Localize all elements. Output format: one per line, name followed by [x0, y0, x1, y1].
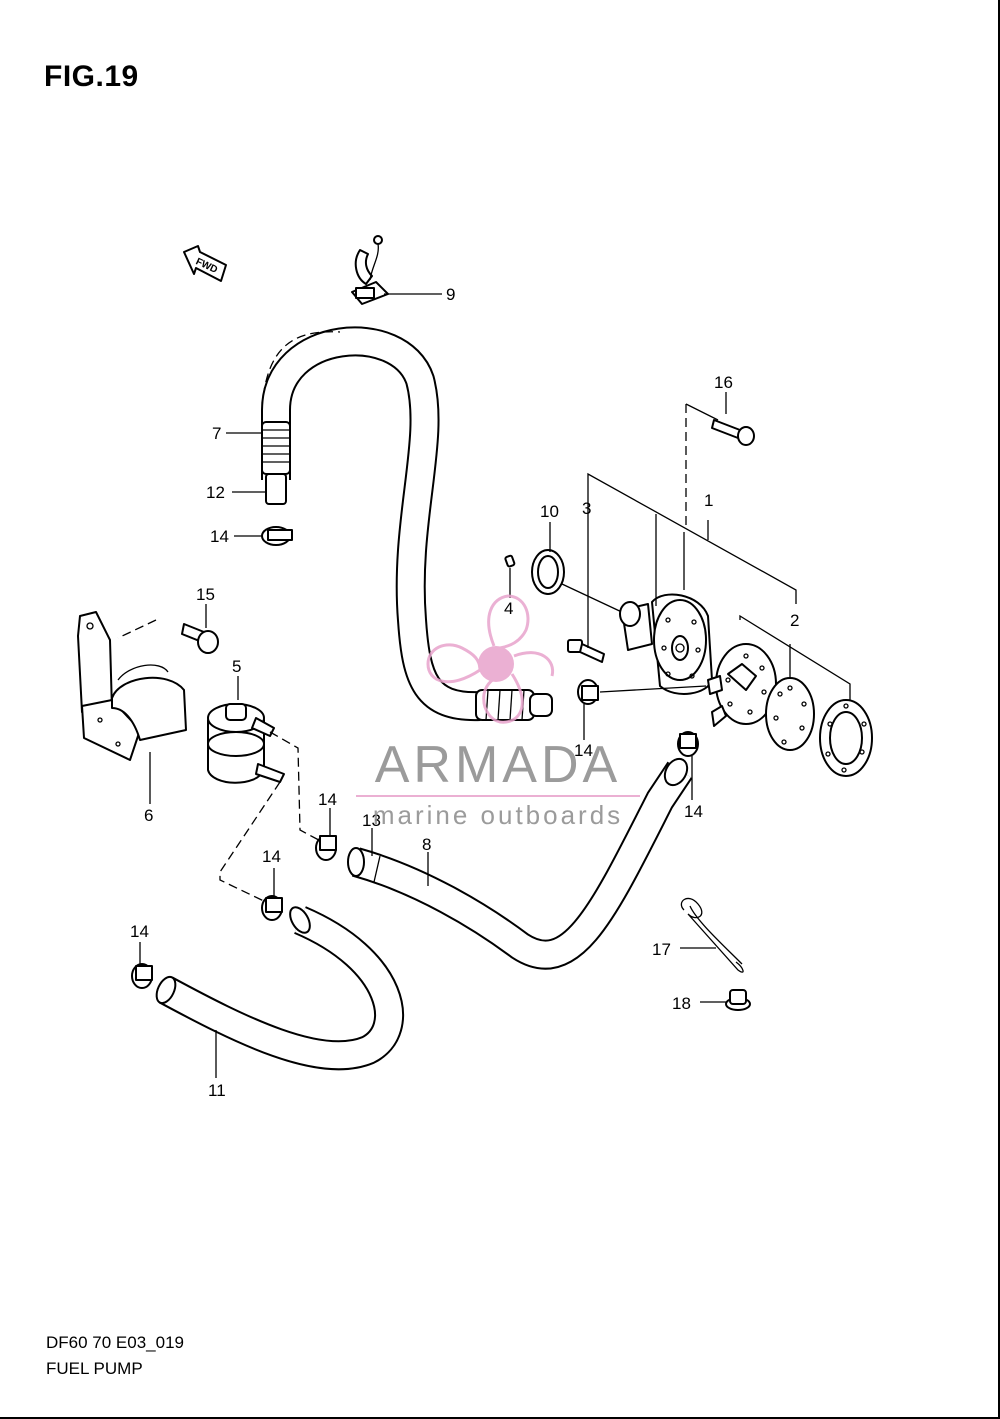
callout-2: 2	[790, 611, 799, 630]
callout-9: 9	[446, 285, 455, 304]
hose-clamp-part-14-b	[261, 895, 283, 921]
callout-7: 7	[212, 424, 221, 443]
fuel-hose-part-11	[155, 906, 405, 1071]
gasket-part	[819, 699, 873, 777]
callout-15: 15	[196, 585, 215, 604]
figure-code: DF60 70 E03_019	[46, 1333, 184, 1352]
callout-14-lower: 14	[262, 847, 281, 866]
bolt-part-16	[711, 419, 755, 446]
propeller-logo-icon	[426, 594, 555, 724]
fwd-arrow-icon: FWD	[183, 245, 227, 282]
watermark-brand: ARMADA	[375, 736, 621, 794]
hose-clip-part-9	[351, 235, 389, 305]
clip-part-17	[680, 897, 744, 973]
screw-part-3	[567, 639, 605, 663]
callout-4: 4	[504, 599, 513, 618]
callout-14-right: 14	[684, 802, 703, 821]
fuel-hose-long-part-7	[261, 326, 553, 722]
callout-1: 1	[704, 491, 713, 510]
fuel-filter-part-5	[207, 703, 285, 784]
grommet-part-18	[725, 989, 751, 1011]
hose-clamp-part-14-d	[677, 731, 699, 757]
hose-clamp-part-14-pump-inlet	[577, 679, 599, 705]
hose-clamp-part-14	[261, 526, 293, 546]
figure-name: FUEL PUMP	[46, 1359, 143, 1378]
hose-clamp-part-14-c	[131, 963, 153, 989]
fuel-hose-part-8	[347, 757, 693, 970]
armada-watermark: ARMADA marine outboards	[356, 594, 640, 830]
callout-3: 3	[582, 499, 591, 518]
watermark-tagline: marine outboards	[373, 800, 623, 830]
callout-14-top: 14	[210, 527, 229, 546]
callout-18: 18	[672, 994, 691, 1013]
dowel-pin-part-4	[504, 554, 516, 568]
callout-8: 8	[422, 835, 431, 854]
hose-clamp-part-14-a	[315, 835, 337, 861]
callout-10: 10	[540, 502, 559, 521]
diaphragm-part	[765, 677, 815, 751]
callout-5: 5	[232, 657, 241, 676]
filter-bracket-part-6	[77, 611, 187, 761]
callout-12: 12	[206, 483, 225, 502]
fuel-pump-body-part-1	[619, 593, 713, 695]
callout-6: 6	[144, 806, 153, 825]
figure-title: FIG.19	[44, 60, 139, 93]
callout-14-left: 14	[130, 922, 149, 941]
o-ring-part-10	[531, 549, 565, 595]
callout-14-mid: 14	[318, 790, 337, 809]
callout-11: 11	[208, 1081, 226, 1100]
callout-13: 13	[362, 811, 381, 830]
callout-14-pump: 14	[574, 741, 593, 760]
callout-16: 16	[714, 373, 733, 392]
callout-17: 17	[652, 940, 671, 959]
bolt-part-15	[181, 623, 219, 654]
